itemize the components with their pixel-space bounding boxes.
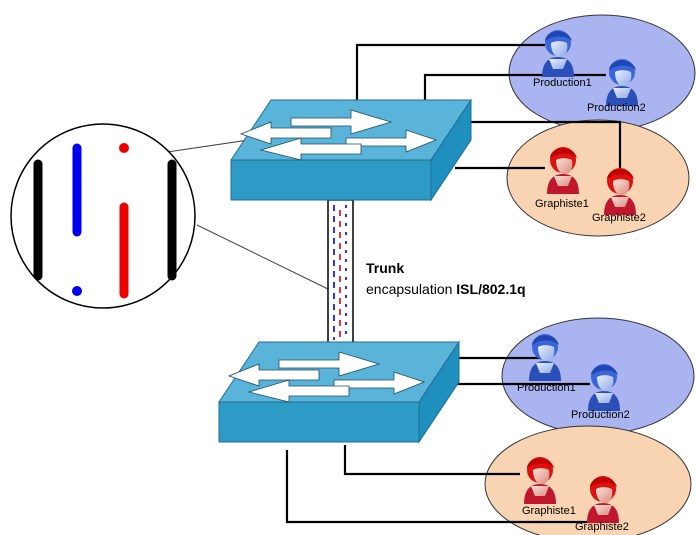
switch-icon (230, 99, 472, 201)
switch-top[interactable] (230, 99, 472, 201)
magnifier-icon (10, 123, 196, 309)
label-production1-bottom: Production1 (517, 382, 576, 394)
trunk-encapsulation: encapsulation ISL/802.1q (366, 281, 526, 297)
trunk-link (327, 199, 354, 346)
label-graphiste2-bottom: Graphiste2 (575, 521, 629, 533)
graphiste-zone-bottom (484, 425, 692, 535)
trunk-title: Trunk (366, 260, 405, 276)
trunk-encap-prefix: encapsulation (366, 281, 457, 297)
label-production2-bottom: Production2 (571, 409, 630, 421)
label-graphiste1-top: Graphiste1 (535, 198, 589, 210)
label-graphiste1-bottom: Graphiste1 (522, 505, 576, 517)
switch-icon (218, 341, 460, 443)
label-production2-top: Production2 (587, 102, 646, 114)
label-production1-top: Production1 (533, 77, 592, 89)
switch-bottom[interactable] (218, 341, 460, 443)
trunk-encap-protocol: ISL/802.1q (456, 281, 526, 297)
graphiste-zone-top (506, 119, 690, 237)
label-graphiste2-top: Graphiste2 (592, 212, 646, 224)
